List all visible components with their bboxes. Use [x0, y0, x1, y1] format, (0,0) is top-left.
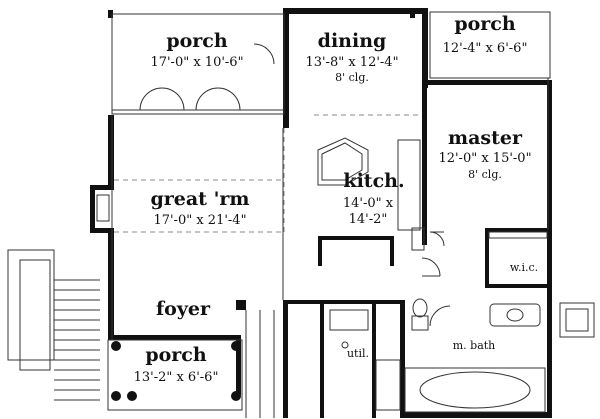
porch-left-dims: 17'-0" x 10'-6" — [150, 55, 244, 70]
dining-dims: 13'-8" x 12'-4" — [305, 55, 399, 70]
master-name: master — [448, 127, 522, 149]
dining-ceiling: 8' clg. — [335, 71, 369, 84]
exterior-walls — [90, 8, 552, 418]
kitchen-dims-1: 14'-0" x — [342, 196, 394, 211]
porch-right-dims: 12'-4" x 6'-6" — [442, 41, 528, 56]
foyer-name: foyer — [156, 298, 210, 320]
kitchen-name: kitch. — [343, 170, 405, 192]
master-dims: 12'-0" x 15'-0" — [438, 151, 532, 166]
dining-name: dining — [317, 30, 387, 52]
great-room-dims: 17'-0" x 21'-4" — [153, 213, 247, 228]
porch-left-name: porch — [166, 30, 228, 52]
interior-lines — [7, 11, 595, 418]
master-bath-name: m. bath — [452, 339, 496, 352]
great-room-name: great 'rm — [150, 188, 250, 210]
wic-name: w.i.c. — [509, 261, 539, 274]
porch-bottom-name: porch — [145, 344, 207, 366]
porch-bottom-dims: 13'-2" x 6'-6" — [133, 370, 219, 385]
kitchen-dims-2: 14'-2" — [348, 212, 388, 227]
porch-right-name: porch — [454, 13, 516, 35]
utility-name: util. — [346, 347, 370, 360]
master-ceiling: 8' clg. — [468, 168, 502, 181]
dashed-lines — [114, 114, 420, 236]
